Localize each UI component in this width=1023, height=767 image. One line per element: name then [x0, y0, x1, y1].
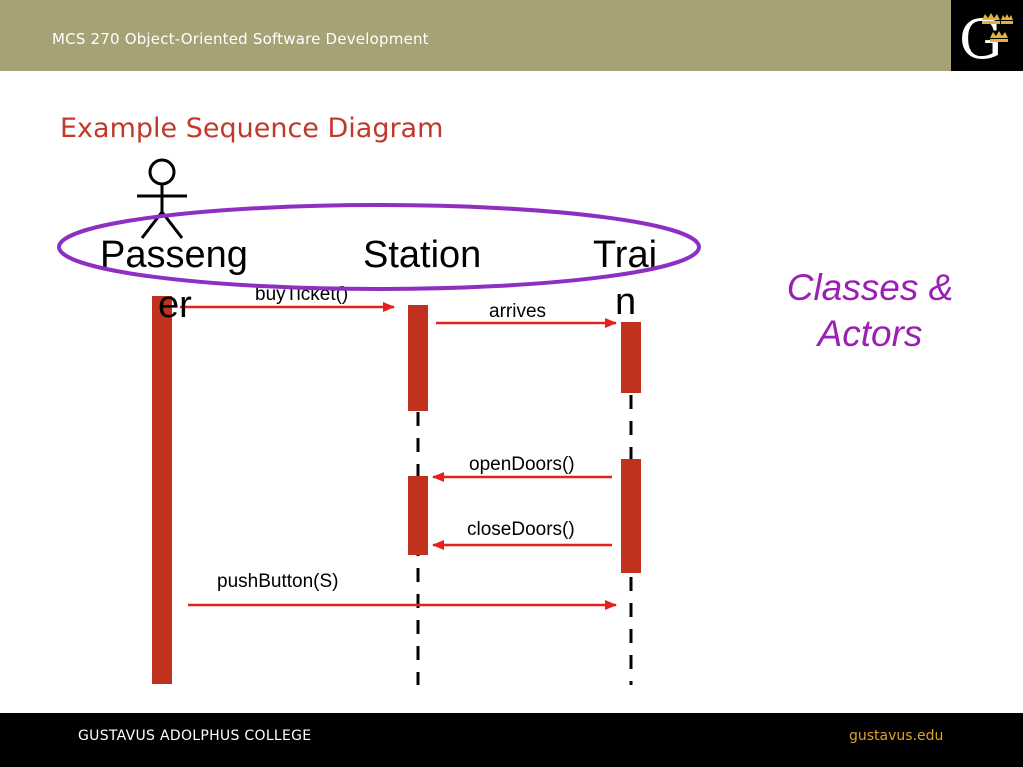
stick-figure-actor-icon	[137, 158, 187, 239]
train-activation-bar-1	[621, 322, 641, 393]
course-title: MCS 270 Object-Oriented Software Develop…	[52, 30, 429, 48]
train-activation-bar-2	[621, 459, 641, 573]
lifeline-label-station: Station	[363, 234, 481, 276]
passenger-activation-bar	[152, 296, 172, 684]
gustavus-logo-icon: G	[951, 0, 1023, 71]
website-link[interactable]: gustavus.edu	[849, 728, 944, 744]
message-label-opendoors: openDoors()	[469, 454, 575, 475]
message-label-arrives: arrives	[489, 301, 546, 322]
sequence-diagram: Passeng er Station Trai n buyTicket() ar…	[57, 158, 701, 685]
lifeline-label-passenger-2: er	[158, 284, 192, 326]
side-note-line-1: Classes &	[786, 267, 954, 308]
header-bar: MCS 270 Object-Oriented Software Develop…	[0, 0, 1023, 71]
college-name: GUSTAVUS ADOLPHUS COLLEGE	[78, 728, 312, 744]
message-label-closedoors: closeDoors()	[467, 519, 575, 540]
station-activation-bar-1	[408, 305, 428, 411]
lifeline-label-train-2: n	[615, 281, 636, 323]
lifeline-dashes	[416, 395, 633, 685]
message-label-pushbutton: pushButton(S)	[217, 571, 338, 592]
classes-actors-note: Classes & Actors	[770, 265, 970, 357]
lifeline-label-passenger-1: Passeng	[100, 234, 248, 276]
highlight-ellipse	[57, 203, 701, 291]
slide-title: Example Sequence Diagram	[60, 113, 444, 144]
station-activation-bar-2	[408, 476, 428, 555]
footer-bar: GUSTAVUS ADOLPHUS COLLEGE gustavus.edu	[0, 713, 1023, 767]
side-note-line-2: Actors	[817, 313, 923, 354]
